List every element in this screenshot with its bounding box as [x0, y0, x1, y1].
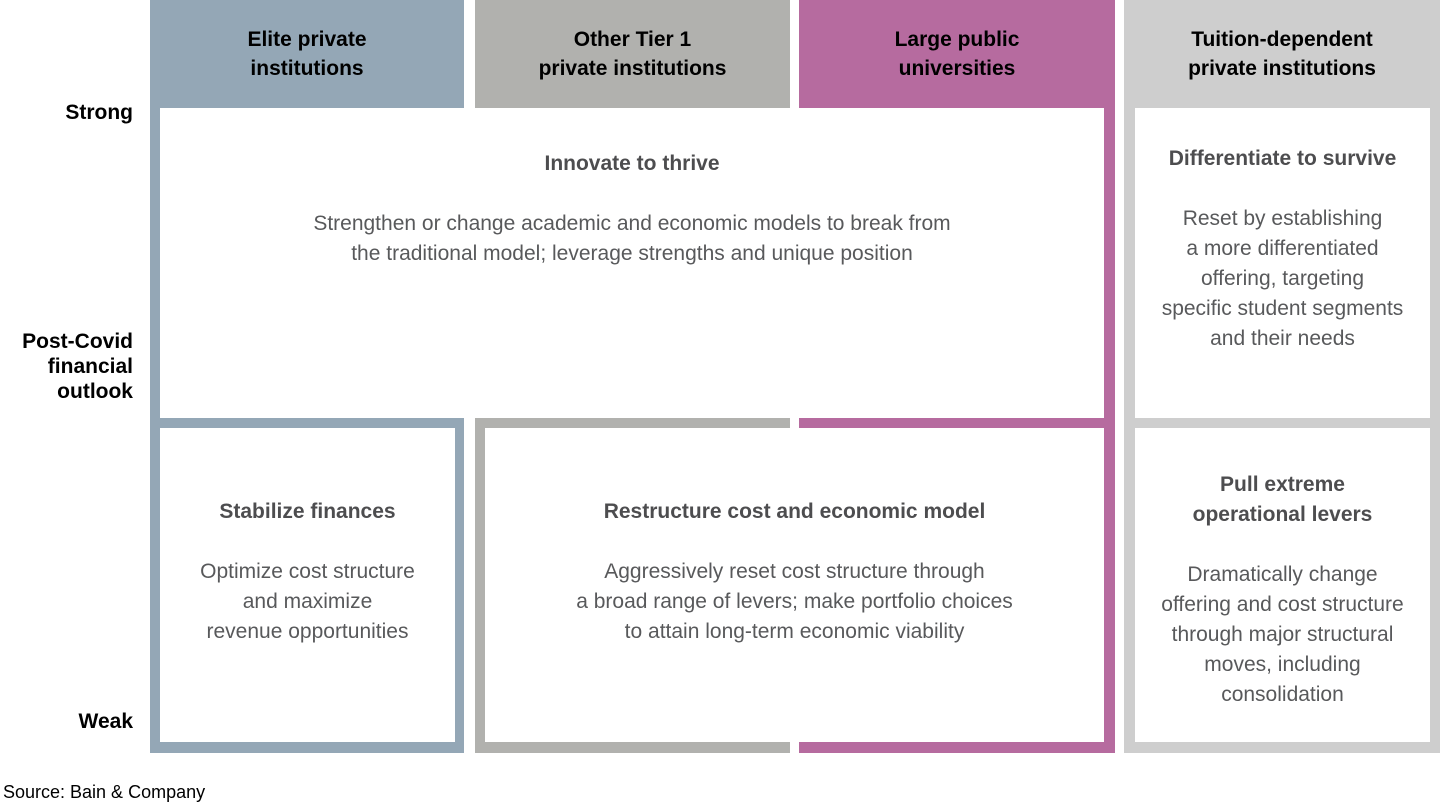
- cell-stabilize-finances: Stabilize finances Optimize cost structu…: [160, 428, 455, 742]
- axis-label-weak: Weak: [78, 710, 133, 733]
- column-header-large-public: Large public universities: [894, 28, 1020, 80]
- axis-label-post-covid-outlook: Post-Covid financial outlook: [22, 330, 133, 403]
- cell-title-innovate: Innovate to thrive: [544, 152, 720, 175]
- cell-differentiate-to-survive: Differentiate to survive Reset by establ…: [1135, 108, 1430, 418]
- axis-label-strong: Strong: [65, 101, 133, 124]
- cell-title-stabilize: Stabilize finances: [219, 500, 396, 523]
- cell-innovate-to-thrive: Innovate to thrive Strengthen or change …: [160, 108, 1104, 418]
- cell-body-differentiate: Reset by establishing a more differentia…: [1161, 207, 1404, 350]
- column-header-elite-private: Elite private institutions: [247, 28, 367, 80]
- column-header-other-tier1: Other Tier 1 private institutions: [538, 28, 727, 80]
- cell-body-pull: Dramatically change offering and cost st…: [1161, 563, 1404, 706]
- column-header-tuition-dependent: Tuition-dependent private institutions: [1188, 28, 1376, 80]
- cell-title-pull: Pull extreme operational levers: [1192, 473, 1373, 526]
- source-note: Source: Bain & Company: [3, 782, 206, 802]
- cell-body-innovate: Strengthen or change academic and econom…: [313, 212, 951, 265]
- cell-restructure-cost-model: Restructure cost and economic model Aggr…: [485, 428, 1104, 742]
- cell-body-stabilize: Optimize cost structure and maximize rev…: [200, 560, 415, 643]
- cell-title-restructure: Restructure cost and economic model: [603, 500, 986, 523]
- cell-title-differentiate: Differentiate to survive: [1168, 147, 1397, 170]
- cell-body-restructure: Aggressively reset cost structure throug…: [576, 560, 1013, 643]
- cell-pull-extreme-levers: Pull extreme operational levers Dramatic…: [1135, 428, 1430, 742]
